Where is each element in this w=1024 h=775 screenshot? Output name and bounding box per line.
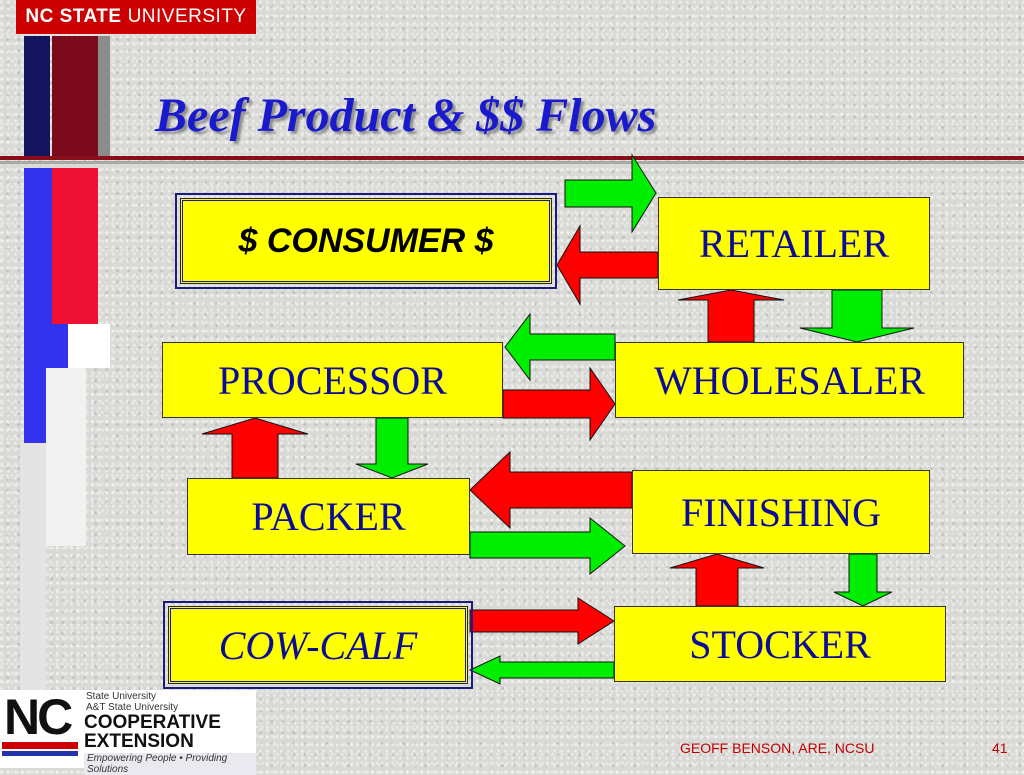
logo-line-3: COOPERATIVE bbox=[84, 712, 221, 733]
arrow-cowcalf-to-stocker bbox=[469, 597, 615, 645]
logo-tagline: Empowering People • Providing Solutions bbox=[84, 753, 256, 775]
arrow-processor-to-packer bbox=[355, 417, 429, 479]
title-rule bbox=[0, 156, 1024, 160]
logo-bar-blue bbox=[2, 751, 78, 756]
decor-stripe-grey bbox=[98, 36, 110, 156]
arrow-packer-to-processor bbox=[201, 417, 309, 479]
university-name-rest: UNIVERSITY bbox=[127, 6, 247, 27]
arrow-processor-to-wholesaler bbox=[502, 366, 616, 442]
node-packer: PACKER bbox=[187, 478, 470, 555]
cooperative-extension-logo: NC State University A&T State University… bbox=[0, 689, 256, 775]
arrow-consumer-to-retailer bbox=[564, 153, 657, 234]
node-processor: PROCESSOR bbox=[162, 342, 503, 418]
decor-stripe-maroon bbox=[52, 36, 98, 156]
node-stocker: STOCKER bbox=[614, 606, 946, 682]
arrow-finishing-to-packer bbox=[469, 450, 633, 530]
arrow-packer-to-finishing bbox=[469, 516, 626, 576]
logo-line-2: A&T State University bbox=[86, 702, 179, 713]
arrow-wholesaler-to-retailer bbox=[677, 289, 785, 343]
decor-stripe-red bbox=[52, 168, 98, 324]
title-rule-shadow bbox=[0, 161, 1024, 164]
footer-author: GEOFF BENSON, ARE, NCSU bbox=[680, 740, 875, 756]
node-retailer: RETAILER bbox=[658, 197, 930, 290]
decor-stripe-white bbox=[68, 324, 110, 368]
logo-mark: NC bbox=[4, 689, 73, 745]
arrow-retailer-to-wholesaler bbox=[799, 289, 915, 343]
decor-stripe-navy bbox=[24, 36, 50, 156]
arrow-stocker-to-finishing bbox=[669, 553, 765, 607]
logo-line-4: EXTENSION bbox=[84, 731, 194, 752]
slide-title: Beef Product & $$ Flows bbox=[155, 89, 657, 142]
decor-stripe-lightgrey bbox=[46, 368, 86, 546]
logo-bar-red bbox=[2, 742, 78, 749]
logo-line-1: State University bbox=[86, 691, 157, 702]
page-number: 41 bbox=[992, 740, 1008, 756]
node-wholesaler: WHOLESALER bbox=[615, 342, 964, 418]
arrow-stocker-to-cowcalf bbox=[468, 655, 615, 685]
arrow-retailer-to-consumer bbox=[556, 224, 659, 306]
decor-stripe-pale bbox=[20, 443, 46, 690]
node-consumer: $ CONSUMER $ bbox=[175, 193, 557, 289]
arrow-wholesaler-to-processor bbox=[504, 312, 616, 382]
node-cow-calf: COW-CALF bbox=[163, 601, 473, 689]
node-finishing: FINISHING bbox=[632, 470, 930, 554]
university-name-bold: NC STATE bbox=[25, 6, 122, 27]
arrow-finishing-to-stocker bbox=[833, 553, 893, 607]
university-banner: NC STATE UNIVERSITY bbox=[16, 0, 256, 34]
